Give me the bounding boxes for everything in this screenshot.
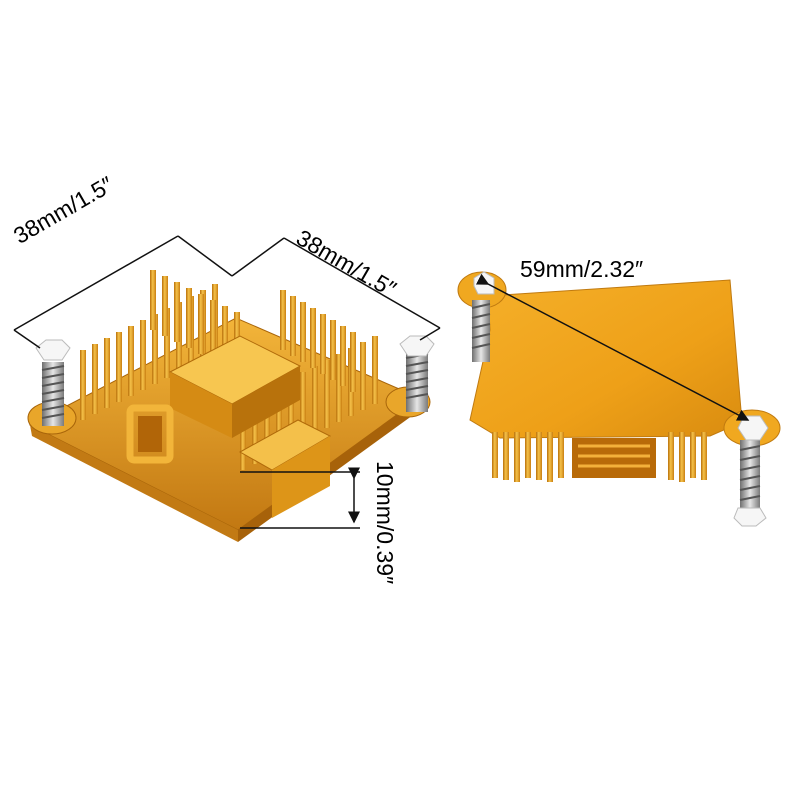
- fin: [252, 396, 258, 464]
- fin: [503, 432, 509, 480]
- fin: [536, 432, 542, 480]
- fin: [210, 300, 216, 360]
- fin: [336, 354, 342, 422]
- fin: [290, 296, 296, 356]
- fin: [514, 432, 520, 482]
- underside-fins: [492, 432, 707, 482]
- fin: [340, 326, 346, 386]
- spring-screw-right: [399, 335, 435, 412]
- fin: [312, 366, 318, 434]
- fin: [310, 308, 316, 368]
- fin: [240, 402, 246, 470]
- fin: [330, 320, 336, 380]
- fin: [92, 344, 98, 414]
- fin: [150, 270, 156, 330]
- heatsink-isometric: [27, 270, 435, 542]
- spring-screw-bottom: [733, 415, 769, 527]
- heatsink-fins: [80, 270, 378, 470]
- fin: [360, 342, 366, 410]
- fin: [690, 432, 696, 478]
- fin: [547, 432, 553, 482]
- fin: [320, 314, 326, 374]
- fin: [222, 306, 228, 366]
- fin: [140, 320, 146, 390]
- fin: [174, 282, 180, 342]
- heatsink-underside: [457, 271, 781, 527]
- fin: [162, 276, 168, 336]
- fin: [152, 314, 158, 384]
- fin: [701, 432, 707, 480]
- fin: [128, 326, 134, 396]
- diagonal-dimension-line: [475, 273, 750, 421]
- fin: [276, 384, 282, 452]
- fin: [300, 302, 306, 362]
- fin: [668, 432, 674, 480]
- fin: [186, 288, 192, 348]
- fin: [264, 390, 270, 458]
- fin: [164, 308, 170, 378]
- fin: [198, 294, 204, 354]
- fin: [350, 332, 356, 392]
- fin: [525, 432, 531, 478]
- fin: [492, 432, 498, 478]
- fin: [679, 432, 685, 482]
- fin: [280, 290, 286, 350]
- fin: [324, 360, 330, 428]
- fin: [372, 336, 378, 404]
- fin: [558, 432, 564, 478]
- fin: [300, 372, 306, 440]
- dimension-lines-left: [13, 235, 441, 529]
- diagonal-label: 59mm/2.32″: [520, 256, 644, 282]
- fin: [104, 338, 110, 408]
- height-label: 10mm/0.39″: [372, 461, 398, 585]
- spring-screw-left: [35, 339, 71, 426]
- fin: [116, 332, 122, 402]
- fin: [80, 350, 86, 420]
- fin: [288, 378, 294, 446]
